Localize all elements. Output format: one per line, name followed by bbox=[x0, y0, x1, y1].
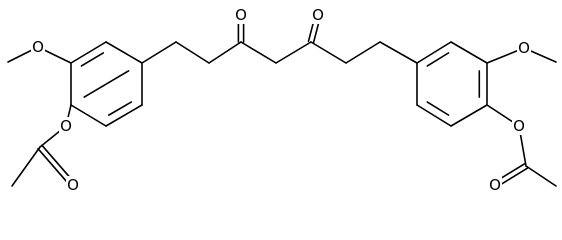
single-bond bbox=[240, 41, 277, 64]
atom-o-carbonyl-left: O bbox=[66, 176, 80, 194]
atom-label: O bbox=[513, 117, 525, 135]
atom-label: O bbox=[60, 117, 72, 135]
aromatic-inner-bond bbox=[426, 101, 450, 116]
atom-o-ester-left: O bbox=[59, 117, 73, 135]
single-bond bbox=[525, 165, 557, 187]
aromatic-inner-bond bbox=[80, 52, 105, 67]
atom-label: O bbox=[489, 176, 501, 194]
single-bond bbox=[345, 41, 381, 64]
single-bond bbox=[141, 41, 177, 64]
atom-o-methoxy-left: O bbox=[31, 38, 45, 56]
single-bond bbox=[275, 41, 312, 64]
atom-label: O bbox=[67, 176, 79, 194]
structure-canvas: O O O O O O O bbox=[7, 6, 557, 194]
single-bond bbox=[105, 104, 143, 127]
single-bond bbox=[416, 41, 452, 64]
double-bond-line bbox=[37, 147, 72, 188]
atom-o-ketone-right: O bbox=[311, 6, 325, 24]
aromatic-inner-bond bbox=[83, 70, 130, 98]
bond-set bbox=[7, 13, 557, 189]
single-bond bbox=[70, 104, 107, 127]
single-bond bbox=[416, 104, 452, 127]
atom-o-methoxy-right: O bbox=[517, 39, 531, 57]
single-bond bbox=[208, 41, 242, 64]
atom-o-ketone-left: O bbox=[234, 6, 248, 24]
single-bond bbox=[105, 41, 143, 64]
atom-label: O bbox=[235, 6, 247, 24]
single-bond bbox=[70, 41, 107, 64]
aromatic-inner-bond bbox=[426, 52, 450, 67]
atom-o-ester-right: O bbox=[512, 117, 526, 135]
atom-label-set: O O O O O O O bbox=[31, 6, 531, 194]
atom-label: O bbox=[312, 6, 324, 24]
atom-label: O bbox=[32, 38, 44, 56]
atom-label: O bbox=[518, 39, 530, 57]
single-bond bbox=[175, 41, 210, 64]
atom-o-carbonyl-right: O bbox=[488, 176, 502, 194]
single-bond bbox=[379, 41, 418, 64]
single-bond bbox=[450, 41, 488, 64]
chemical-structure: O O O O O O O bbox=[7, 6, 557, 194]
single-bond bbox=[310, 41, 347, 64]
aromatic-inner-bond bbox=[108, 101, 133, 116]
single-bond bbox=[450, 104, 488, 127]
single-bond bbox=[11, 146, 41, 187]
